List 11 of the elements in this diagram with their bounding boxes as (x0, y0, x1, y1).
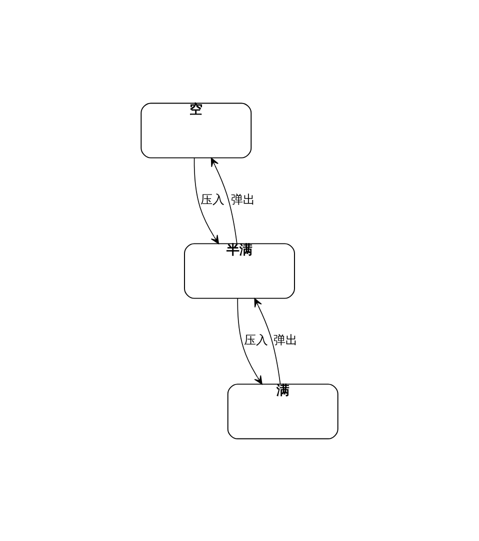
node-box: 空 (140, 102, 252, 158)
edge-label: 弹出 (231, 192, 256, 206)
arrow (194, 157, 220, 244)
node-box: 满 (227, 383, 338, 439)
edge-label: 压入 (244, 332, 268, 347)
arrow (237, 298, 262, 384)
node-box: 半满 (184, 242, 295, 298)
edge-label: 压入 (200, 192, 225, 206)
arrow (254, 298, 281, 384)
arrow (210, 157, 238, 244)
edge-label: 弹出 (274, 332, 298, 347)
